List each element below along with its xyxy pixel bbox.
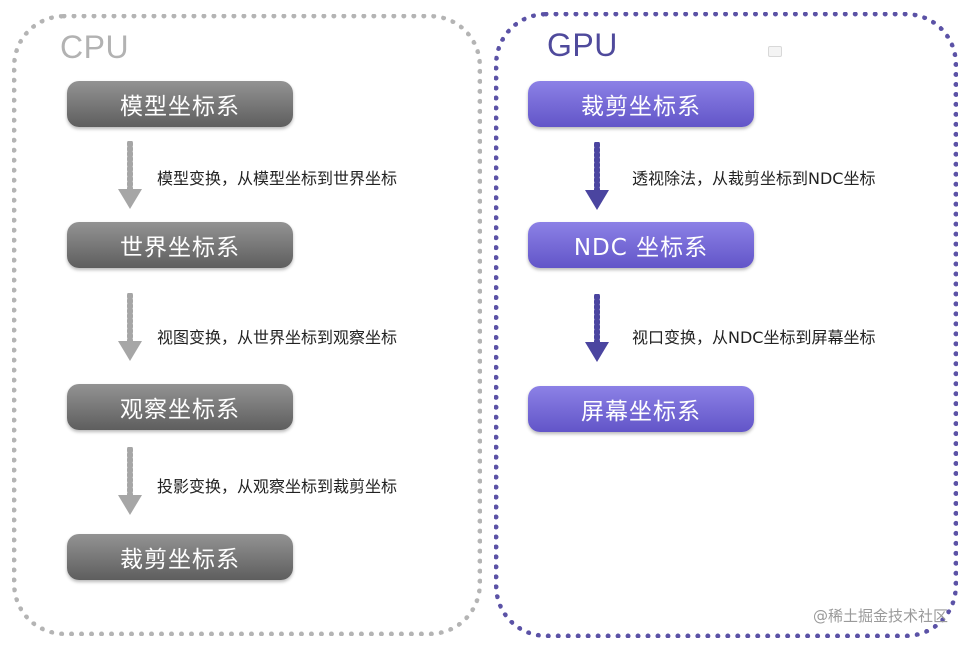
- cpu-transform-projection: 投影变换，从观察坐标到裁剪坐标: [157, 477, 398, 496]
- cpu-node-clip: 裁剪坐标系: [67, 534, 293, 580]
- gpu-transform-perspective-divide: 透视除法，从裁剪坐标到NDC坐标: [632, 169, 876, 188]
- cpu-arrow-down-icon: [118, 141, 142, 209]
- gpu-node-ndc: NDC 坐标系: [528, 222, 754, 268]
- gpu-node-clip: 裁剪坐标系: [528, 81, 754, 127]
- gpu-node-screen: 屏幕坐标系: [528, 386, 754, 432]
- cpu-node-view: 观察坐标系: [67, 384, 293, 430]
- gpu-arrow-down-icon: [585, 142, 609, 210]
- cpu-node-model: 模型坐标系: [67, 81, 293, 127]
- cpu-transform-model: 模型变换，从模型坐标到世界坐标: [157, 169, 398, 188]
- cpu-panel: [12, 14, 482, 636]
- watermark: @稀土掘金技术社区: [812, 607, 948, 625]
- gpu-title: GPU: [547, 27, 618, 63]
- cpu-arrow-down-icon: [118, 447, 142, 515]
- cpu-arrow-down-icon: [118, 293, 142, 361]
- gpu-arrow-down-icon: [585, 294, 609, 362]
- small-box-icon: [768, 46, 782, 57]
- cpu-transform-view: 视图变换，从世界坐标到观察坐标: [157, 328, 398, 347]
- cpu-node-world: 世界坐标系: [67, 222, 293, 268]
- gpu-panel: [494, 12, 958, 638]
- gpu-transform-viewport: 视口变换，从NDC坐标到屏幕坐标: [632, 328, 876, 347]
- cpu-title: CPU: [60, 29, 130, 65]
